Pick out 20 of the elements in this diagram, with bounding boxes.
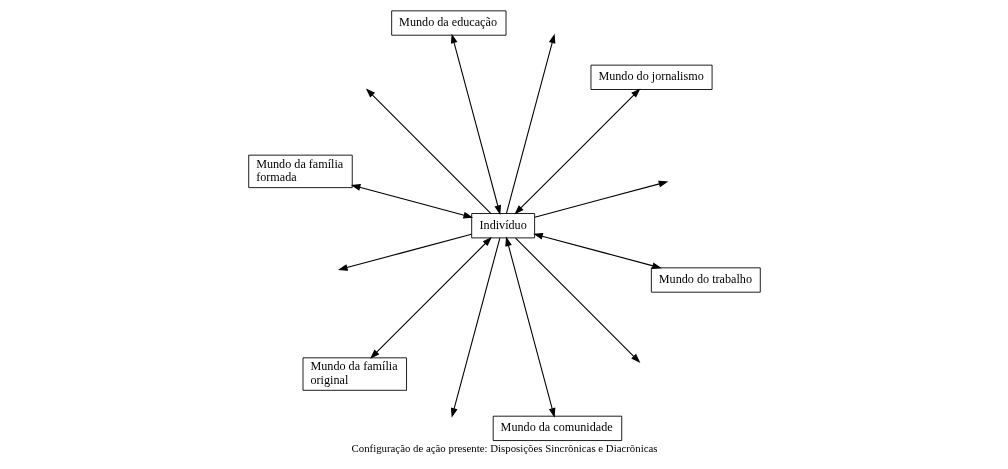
- arrow: [450, 33, 501, 215]
- node-box: Mundo do jornalismo: [590, 64, 713, 90]
- node-box: Mundo da família original: [302, 357, 407, 391]
- arrow: [513, 88, 640, 215]
- node-box: Indivíduo: [470, 213, 535, 239]
- arrow: [450, 237, 500, 418]
- caption: Configuração de ação presente: Disposições Sincrônicas e Diacrônicas: [351, 441, 657, 454]
- node-box: Mundo do trabalho: [650, 267, 761, 293]
- arrow: [365, 88, 491, 214]
- arrow: [337, 233, 472, 271]
- node-box: Mundo da família formada: [247, 154, 353, 189]
- node-box: Mundo da comunidade: [492, 415, 622, 441]
- arrow: [505, 33, 555, 214]
- arrow: [532, 233, 662, 269]
- arrow: [369, 236, 492, 359]
- arrow: [533, 180, 668, 218]
- arrow: [350, 184, 473, 219]
- arrow: [504, 236, 555, 418]
- arrow: [514, 237, 640, 363]
- node-box: Mundo da educação: [390, 10, 506, 36]
